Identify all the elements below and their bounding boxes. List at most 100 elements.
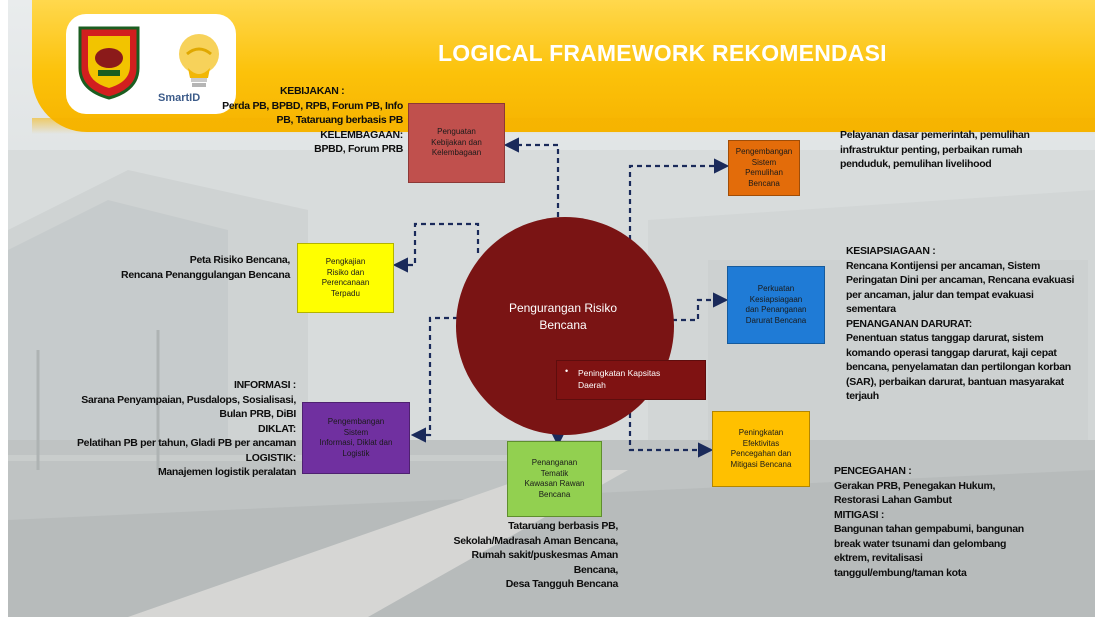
note-diklat-line: Pelatihan PB per tahun, Gladi PB per anc… — [76, 437, 296, 449]
note-darurat-line2: komando operasi tanggap darurat, kaji ce… — [846, 346, 1057, 359]
note-diklat-heading: DIKLAT: — [258, 422, 296, 435]
note-pencegahan-heading: PENCEGAHAN : — [834, 465, 912, 477]
note-mitigasi-line1: Bangunan tahan gempabumi, bangunan — [834, 523, 1024, 535]
box-pencegahan: Peningkatan Efektivitas Pencegahan dan M… — [712, 411, 810, 487]
note-kesiapsiagaan: KESIAPSIAGAAN : Rencana Kontijensi per a… — [846, 244, 1091, 404]
banner-shadow — [32, 118, 1095, 134]
note-pemulihan-line3: penduduk, pemulihan livelihood — [840, 158, 992, 170]
box-risiko-l1: Pengkajian — [325, 257, 366, 266]
box-tematik-l4: Bencana — [538, 489, 571, 499]
arrow-to-informasi — [410, 316, 458, 443]
box-risiko: Pengkajian Risiko dan Perencanaan Terpad… — [297, 243, 394, 313]
note-mitigasi-heading: MITIGASI : — [834, 508, 885, 521]
note-informasi-line1: Sarana Penyampaian, Pusdalops, Sosialisa… — [81, 393, 296, 406]
box-kesiapsiagaan-l1: Perkuatan — [757, 284, 795, 293]
note-logistik-line: Manajemen logistik peralatan — [157, 466, 296, 478]
lightbulb-logo-icon — [179, 34, 219, 87]
note-kebijakan-text2: PB, Tataruang berbasis PB — [276, 114, 403, 126]
note-informasi-line2: Bulan PRB, DiBI — [219, 408, 296, 420]
box-informasi-l1: Pengembangan — [327, 417, 385, 426]
box-pemulihan-l2: Sistem — [751, 157, 777, 167]
logo-label: SmartID — [158, 92, 201, 104]
box-tematik-l1: Penanganan — [531, 458, 578, 467]
box-pencegahan-l4: Mitigasi Bencana — [730, 459, 792, 469]
arrow-to-pencegahan — [628, 395, 714, 458]
note-kebijakan-heading: KEBIJAKAN : — [280, 85, 345, 97]
box-pemulihan-l3: Pemulihan — [745, 168, 783, 177]
region-crest-logo — [78, 26, 140, 100]
box-kebijakan-l3: Kelembagaan — [431, 148, 482, 158]
box-kebijakan: Penguatan Kebijakan dan Kelembagaan — [408, 103, 505, 183]
note-kebijakan-text1: Perda PB, BPBD, RPB, Forum PB, Info — [222, 99, 403, 112]
note-mitigasi-line3: ektrem, revitalisasi — [834, 552, 923, 564]
note-darurat-heading: PENANGANAN DARURAT: — [846, 317, 972, 330]
arrow-to-kesiapsiagaan — [672, 292, 729, 322]
arrow-to-kebijakan — [503, 137, 560, 217]
slide-canvas: SmartID LOGICAL FRAMEWORK REKOMENDASI Pe… — [8, 0, 1095, 617]
box-tematik-l2: Tematik — [540, 468, 569, 478]
box-pencegahan-l3: Pencegahan dan — [730, 449, 792, 458]
note-tematik-line5: Desa Tangguh Bencana — [505, 578, 619, 590]
slide-title: LOGICAL FRAMEWORK REKOMENDASI — [438, 40, 887, 66]
note-kelembagaan-text: BPBD, Forum PRB — [314, 143, 403, 155]
box-tematik-l3: Kawasan Rawan — [524, 479, 585, 488]
note-kelembagaan-heading: KELEMBAGAAN: — [320, 128, 403, 141]
note-kesiapsiagaan-line2: Peringatan Dini per ancaman, Rencana eva… — [846, 274, 1075, 286]
box-kesiapsiagaan-l4: Darurat Bencana — [745, 315, 807, 325]
logo-panel — [66, 14, 236, 114]
note-mitigasi-line2: break water tsunami dan gelombang — [834, 537, 1007, 550]
box-risiko-l3: Perencanaan — [321, 278, 370, 287]
note-pemulihan: Pelayanan dasar pemerintah, pemulihan in… — [840, 128, 1080, 172]
capacity-line1: Peningkatan Kapsitas — [578, 368, 661, 378]
box-kesiapsiagaan-l3: dan Penanganan — [745, 305, 807, 314]
note-tematik-line3: Rumah sakit/puskesmas Aman — [471, 549, 619, 561]
note-kesiapsiagaan-line3: per ancaman, jalur dan tempat evakuasi — [846, 288, 1034, 301]
note-tematik-line1: Tataruang berbasis PB, — [508, 520, 618, 532]
capacity-line2: Daerah — [578, 380, 606, 390]
box-informasi-l3: Informasi, Diklat dan — [319, 438, 393, 447]
box-pemulihan-l1: Pengembangan — [735, 147, 793, 156]
note-pemulihan-line2: infrastruktur penting, perbaikan rumah — [840, 143, 1023, 156]
capacity-box — [556, 360, 706, 400]
box-informasi-l2: Sistem — [343, 427, 369, 437]
note-pencegahan-line2: Restorasi Lahan Gambut — [834, 494, 952, 506]
note-pencegahan: PENCEGAHAN : Gerakan PRB, Penegakan Huku… — [834, 464, 1079, 580]
note-risiko: Peta Risiko Bencana, Rencana Penanggulan… — [68, 253, 290, 282]
note-darurat-line3: bencana, penyelamatan dan pertilongan ko… — [846, 361, 1071, 373]
box-risiko-l2: Risiko dan — [326, 267, 365, 277]
box-kebijakan-l1: Penguatan — [437, 127, 476, 137]
capacity-label: Peningkatan Kapsitas Daerah — [578, 367, 703, 391]
central-circle-label: Pengurangan Risiko Bencana — [478, 300, 648, 334]
box-tematik: Penanganan Tematik Kawasan Rawan Bencana — [507, 441, 602, 517]
note-mitigasi-line4: tanggul/embung/taman kota — [834, 566, 967, 579]
note-tematik: Tataruang berbasis PB, Sekolah/Madrasah … — [448, 519, 618, 592]
box-pencegahan-l1: Peningkatan — [738, 428, 784, 437]
note-informasi: INFORMASI : Sarana Penyampaian, Pusdalop… — [34, 378, 296, 480]
note-darurat-line5: terjauh — [846, 390, 879, 402]
box-informasi: Pengembangan Sistem Informasi, Diklat da… — [302, 402, 410, 474]
note-kebijakan: KEBIJAKAN : Perda PB, BPBD, RPB, Forum P… — [188, 84, 403, 157]
arrow-to-pemulihan — [628, 158, 730, 240]
box-kesiapsiagaan: Perkuatan Kesiapsiagaan dan Penanganan D… — [727, 266, 825, 344]
central-label-line1: Pengurangan Risiko — [508, 301, 618, 315]
box-kebijakan-l2: Kebijakan dan — [431, 137, 482, 147]
note-kesiapsiagaan-line1: Rencana Kontijensi per ancaman, Sistem — [846, 259, 1041, 272]
note-tematik-line2: Sekolah/Madrasah Aman Bencana, — [453, 534, 618, 547]
note-pencegahan-line1: Gerakan PRB, Penegakan Hukum, — [834, 479, 996, 492]
box-pencegahan-l2: Efektivitas — [742, 438, 780, 448]
note-informasi-heading: INFORMASI : — [233, 379, 296, 391]
connector-arrows — [392, 137, 730, 458]
capacity-bullet: • — [565, 366, 569, 376]
note-pemulihan-line1: Pelayanan dasar pemerintah, pemulihan — [840, 129, 1030, 141]
box-pemulihan: Pengembangan Sistem Pemulihan Bencana — [728, 140, 800, 196]
box-kesiapsiagaan-l2: Kesiapsiagaan — [749, 294, 803, 304]
central-label-line2: Bencana — [539, 318, 587, 332]
box-pemulihan-l4: Bencana — [748, 178, 780, 188]
note-logistik-heading: LOGISTIK: — [245, 451, 297, 464]
box-informasi-l4: Logistik — [342, 448, 370, 458]
note-tematik-line4: Bencana, — [573, 563, 619, 576]
note-kesiapsiagaan-line4: sementara — [846, 303, 896, 315]
arrow-to-risiko — [392, 222, 480, 273]
note-risiko-line1: Peta Risiko Bencana, — [189, 254, 291, 266]
note-darurat-line4: (SAR), perbaikan darurat, bantuan masyar… — [846, 375, 1064, 388]
